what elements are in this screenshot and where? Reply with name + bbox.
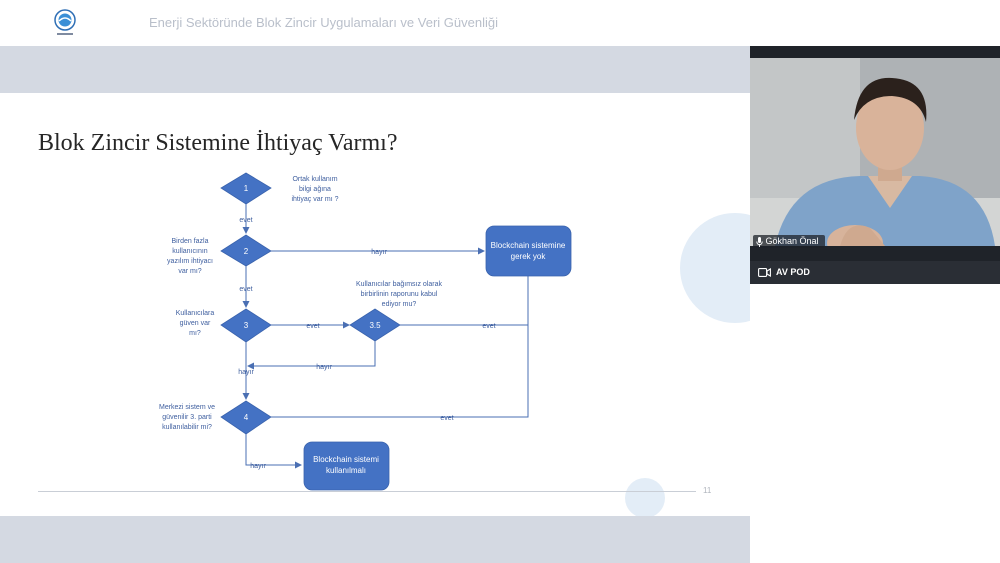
video-camera-icon bbox=[758, 268, 771, 277]
outcome-use-line-1: Blockchain sistemi bbox=[313, 455, 379, 464]
question-2-line-3: yazılım ihtiyacı bbox=[167, 258, 213, 265]
slide-footer-rule bbox=[38, 491, 696, 492]
presentation-slide: Blok Zincir Sistemine İhtiyaç Varmı? bbox=[0, 93, 750, 516]
slide-page-number: 11 bbox=[703, 486, 712, 495]
outcome-no-blockchain bbox=[485, 225, 572, 277]
edge-label-1-2: evet bbox=[239, 217, 252, 224]
edge-label-2-yes: hayır bbox=[371, 249, 387, 256]
question-2-line-2: kullanıcının bbox=[172, 248, 208, 255]
edge-label-2-3: evet bbox=[239, 286, 252, 293]
outcome-no-line-1: Blockchain sistemine bbox=[491, 241, 566, 250]
edge-label-35-yes: evet bbox=[482, 323, 495, 330]
edge-label-3-35: evet bbox=[306, 323, 319, 330]
node-2-label: 2 bbox=[244, 247, 249, 256]
participant-name: Gökhan Önal bbox=[765, 236, 819, 247]
question-3-line-2: güven var bbox=[180, 320, 211, 327]
participant-video-panel[interactable]: Gökhan Önal AV POD bbox=[750, 46, 1000, 284]
question-35-line-1: Kullanıcılar bağımsız olarak bbox=[356, 281, 442, 288]
decision-flowchart: 1 2 3 3.5 4 Blockchain sistemine gerek y… bbox=[159, 172, 572, 491]
outcome-use-blockchain bbox=[303, 441, 390, 491]
question-1-line-1: Ortak kullanım bbox=[292, 176, 337, 183]
decorative-circle bbox=[625, 478, 665, 516]
question-1-line-2: bilgi ağına bbox=[299, 186, 331, 193]
question-4-line-2: güvenilir 3. parti bbox=[162, 414, 212, 421]
question-2-line-4: var mı? bbox=[178, 268, 201, 275]
question-2-line-1: Birden fazla bbox=[172, 238, 209, 245]
question-3-line-1: Kullanıcılara bbox=[176, 310, 215, 317]
participant-video-image bbox=[750, 58, 1000, 246]
video-source-label: AV POD bbox=[776, 267, 810, 277]
question-3-line-3: mı? bbox=[189, 330, 201, 337]
question-4-line-1: Merkezi sistem ve bbox=[159, 404, 215, 411]
organization-logo bbox=[54, 9, 76, 35]
right-empty-panel bbox=[750, 284, 1000, 563]
edge-label-35-back: hayır bbox=[316, 364, 332, 371]
video-source-row[interactable]: AV POD bbox=[750, 261, 1000, 284]
decision-node-4 bbox=[220, 400, 272, 435]
edge-label-4-no: hayır bbox=[250, 463, 266, 470]
participant-camera-feed bbox=[750, 58, 1000, 246]
node-3-label: 3 bbox=[244, 321, 249, 330]
edge-label-3-4: hayır bbox=[238, 369, 254, 376]
edge-label-4-yes: evet bbox=[440, 415, 453, 422]
question-35-line-3: ediyor mu? bbox=[382, 301, 417, 308]
presentation-header-title: Enerji Sektöründe Blok Zincir Uygulamala… bbox=[149, 15, 498, 30]
decision-node-1 bbox=[220, 172, 272, 205]
node-35-label: 3.5 bbox=[369, 321, 381, 330]
question-4-line-3: kullanılabilir mi? bbox=[162, 424, 212, 431]
decision-node-35 bbox=[349, 308, 401, 342]
participant-name-tag: Gökhan Önal bbox=[753, 235, 825, 248]
edge-4-to-outcome bbox=[271, 325, 529, 418]
slide-top-band bbox=[0, 46, 750, 93]
slide-bottom-band bbox=[0, 516, 750, 563]
decision-node-3 bbox=[220, 308, 272, 343]
top-bar: Enerji Sektöründe Blok Zincir Uygulamala… bbox=[0, 0, 1000, 46]
edge-4-to-use bbox=[245, 434, 302, 469]
node-4-label: 4 bbox=[244, 413, 249, 422]
question-1-line-3: ihtiyaç var mı ? bbox=[291, 196, 338, 203]
outcome-no-line-2: gerek yok bbox=[511, 252, 547, 261]
outcome-use-line-2: kullanılmalı bbox=[326, 466, 366, 475]
decision-node-2 bbox=[220, 234, 272, 267]
microphone-icon bbox=[756, 236, 763, 247]
slide-title: Blok Zincir Sistemine İhtiyaç Varmı? bbox=[38, 130, 398, 156]
node-1-label: 1 bbox=[244, 184, 249, 193]
edge-35-back bbox=[247, 341, 376, 370]
question-35-line-2: birbirlinin raporunu kabul bbox=[361, 291, 438, 298]
